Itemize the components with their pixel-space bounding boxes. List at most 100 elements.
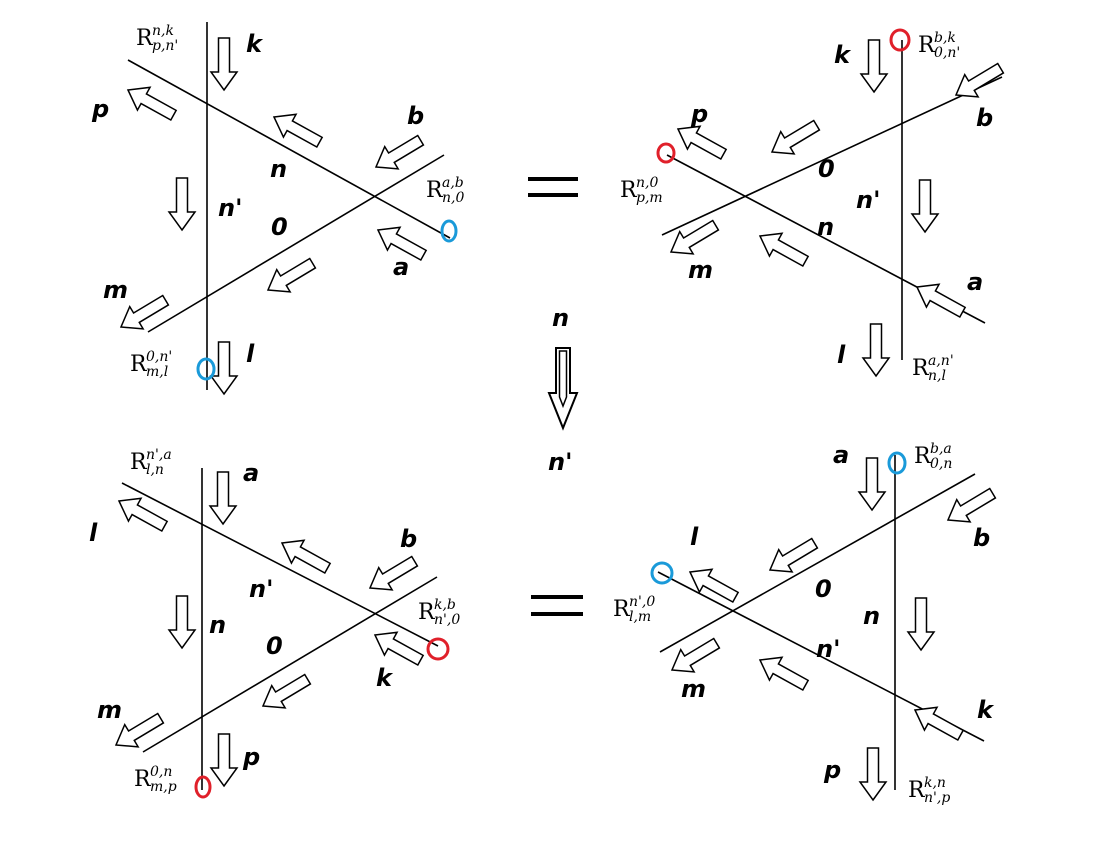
label-k: k bbox=[834, 41, 852, 69]
svg-text:n',a: n',a bbox=[146, 447, 172, 463]
r-matrix-label: R n',0 l,m bbox=[613, 594, 655, 625]
panel-bottom-right: a b l 0 n n' m k p R b,a 0,n R n',0 l,m … bbox=[613, 441, 1001, 806]
arrow-icon bbox=[764, 113, 825, 164]
arrow-icon bbox=[210, 733, 238, 787]
label-p: p bbox=[91, 95, 109, 123]
equals-sign-bottom bbox=[531, 595, 583, 616]
label-m: m bbox=[97, 696, 122, 724]
r-matrix-label: R b,a 0,n bbox=[914, 441, 952, 472]
arrow-icon bbox=[210, 37, 238, 91]
svg-text:R: R bbox=[908, 778, 926, 803]
svg-text:b,k: b,k bbox=[934, 30, 956, 46]
svg-text:R: R bbox=[130, 352, 148, 377]
arrow-icon bbox=[274, 530, 335, 581]
arrow-icon bbox=[752, 647, 813, 698]
red-circle-marker bbox=[194, 775, 212, 799]
label-n-prime: n' bbox=[816, 635, 840, 663]
arrow-icon bbox=[168, 177, 196, 231]
r-matrix-label: R a,b n,0 bbox=[426, 175, 464, 206]
svg-text:n',p: n',p bbox=[924, 790, 950, 806]
arrow-icon bbox=[909, 274, 970, 325]
transform-arrow-icon bbox=[547, 347, 579, 431]
arrow-icon bbox=[209, 471, 237, 525]
arrow-icon bbox=[948, 56, 1009, 107]
label-n-prime: n' bbox=[218, 194, 242, 222]
svg-text:a,n': a,n' bbox=[928, 353, 954, 369]
label-l: l bbox=[89, 519, 98, 547]
svg-text:R: R bbox=[620, 178, 638, 203]
svg-text:l,m: l,m bbox=[629, 609, 651, 625]
label-n: n bbox=[863, 602, 880, 630]
svg-text:n,l: n,l bbox=[928, 368, 946, 384]
r-matrix-label: R n',a l,n bbox=[130, 447, 172, 478]
label-n: n bbox=[817, 213, 834, 241]
label-k: k bbox=[376, 664, 394, 692]
label-zero: 0 bbox=[271, 213, 288, 241]
svg-text:a,b: a,b bbox=[442, 175, 464, 191]
svg-text:R: R bbox=[130, 450, 148, 475]
svg-text:n',0: n',0 bbox=[629, 594, 655, 610]
svg-text:p,n': p,n' bbox=[152, 38, 178, 54]
arrow-icon bbox=[111, 488, 172, 539]
label-l: l bbox=[690, 523, 699, 551]
svg-text:R: R bbox=[134, 767, 152, 792]
red-circle-marker bbox=[889, 28, 911, 52]
label-n-prime: n' bbox=[249, 575, 273, 603]
arrow-icon bbox=[762, 531, 823, 582]
line-l-to-k bbox=[121, 482, 439, 647]
label-zero: 0 bbox=[815, 575, 832, 603]
arrow-icon bbox=[859, 747, 887, 801]
red-circle-marker bbox=[656, 142, 676, 164]
svg-text:l,n: l,n bbox=[146, 462, 164, 478]
line-m-to-b bbox=[142, 576, 438, 753]
arrow-icon bbox=[907, 597, 935, 651]
r-matrix-label: R k,b n',0 bbox=[418, 597, 460, 628]
label-m: m bbox=[688, 256, 713, 284]
panel-top-right: k b p 0 n' n m a l R b,k 0,n' R n,0 p,m … bbox=[620, 28, 1009, 384]
panel-top-left: k p b n n' 0 a m l R n,k p,n' R a,b n,0 … bbox=[91, 22, 464, 395]
line-m-to-b bbox=[661, 76, 1003, 236]
svg-text:0,n': 0,n' bbox=[934, 45, 960, 61]
red-circle-marker bbox=[426, 637, 450, 661]
label-b: b bbox=[400, 525, 417, 553]
label-n-prime: n' bbox=[856, 186, 880, 214]
svg-text:n',0: n',0 bbox=[434, 612, 460, 628]
svg-text:m,l: m,l bbox=[146, 364, 168, 380]
label-k: k bbox=[246, 30, 264, 58]
svg-text:R: R bbox=[914, 444, 932, 469]
svg-text:k,n: k,n bbox=[924, 775, 946, 791]
label-b: b bbox=[976, 104, 993, 132]
svg-text:R: R bbox=[136, 26, 154, 51]
svg-text:n,0: n,0 bbox=[636, 175, 658, 191]
label-zero: 0 bbox=[818, 155, 835, 183]
arrow-icon bbox=[255, 667, 316, 718]
label-a: a bbox=[243, 459, 259, 487]
center-label-n: n bbox=[552, 304, 569, 332]
svg-text:0,n: 0,n bbox=[150, 764, 172, 780]
r-matrix-label: R 0,n' m,l bbox=[130, 349, 172, 380]
label-m: m bbox=[681, 675, 706, 703]
arrow-icon bbox=[266, 104, 327, 155]
arrow-icon bbox=[858, 457, 886, 511]
arrow-icon bbox=[752, 223, 813, 274]
label-p: p bbox=[242, 743, 260, 771]
svg-text:R: R bbox=[918, 33, 936, 58]
label-n: n bbox=[270, 155, 287, 183]
arrow-icon bbox=[120, 77, 181, 128]
label-p: p bbox=[823, 756, 841, 784]
equals-sign-top bbox=[528, 177, 578, 197]
arrow-icon bbox=[860, 39, 888, 93]
arrow-icon bbox=[911, 179, 939, 233]
svg-text:R: R bbox=[613, 597, 631, 622]
svg-text:R: R bbox=[912, 356, 930, 381]
line-m-to-b bbox=[659, 473, 976, 653]
label-a: a bbox=[393, 253, 409, 281]
arrow-icon bbox=[168, 595, 196, 649]
svg-text:n,k: n,k bbox=[152, 23, 174, 39]
r-matrix-label: R n,k p,n' bbox=[136, 23, 178, 54]
label-a: a bbox=[967, 268, 983, 296]
r-matrix-label: R 0,n m,p bbox=[134, 764, 177, 795]
label-a: a bbox=[833, 441, 849, 469]
line-m-to-b bbox=[147, 154, 445, 333]
